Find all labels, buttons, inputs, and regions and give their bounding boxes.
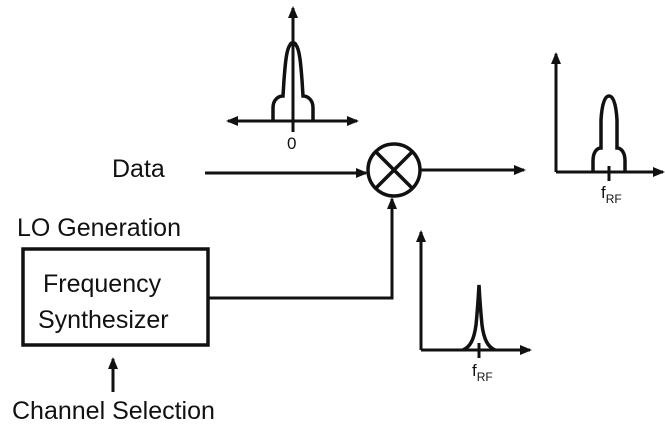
rf-output-spectrum-curve xyxy=(591,94,627,172)
baseband-zero-label: 0 xyxy=(287,134,297,153)
frequency-synthesizer-box xyxy=(21,247,210,347)
rf-output-frequency-label: fRF xyxy=(601,184,622,205)
lo-frequency-symbol: f xyxy=(472,361,477,380)
synthesizer-label-line1: Frequency xyxy=(43,270,162,298)
lo-feed-line xyxy=(208,209,394,300)
lo-spectrum-plot xyxy=(416,230,532,358)
mixer-icon xyxy=(366,142,422,198)
synthesizer-label-line2: Synthesizer xyxy=(38,306,169,334)
lo-spectrum-curve xyxy=(462,284,496,352)
lo-frequency-subscript: RF xyxy=(476,370,493,384)
baseband-spectrum-plot xyxy=(226,6,359,132)
rf-output-frequency-subscript: RF xyxy=(605,192,622,206)
rf-output-spectrum-plot xyxy=(551,52,665,181)
lo-frequency-label: fRF xyxy=(472,362,493,383)
lo-generation-label: LO Generation xyxy=(17,214,181,242)
data-input-label: Data xyxy=(112,155,165,183)
channel-selection-label: Channel Selection xyxy=(12,397,215,425)
baseband-spectrum-curve xyxy=(271,41,315,121)
rf-output-frequency-symbol: f xyxy=(601,183,606,202)
